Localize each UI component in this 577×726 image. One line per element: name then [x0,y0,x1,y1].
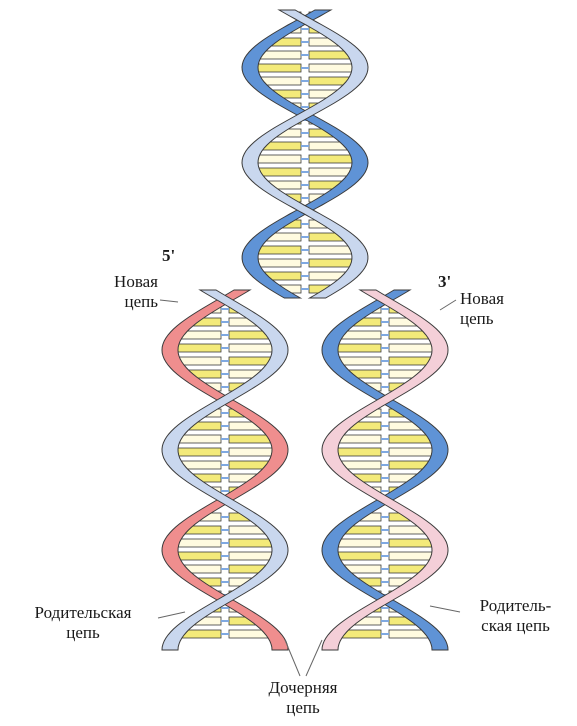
new-chain-left-label: Новая цепь [88,272,158,312]
parent-chain-right-line2: ская цепь [458,616,573,636]
leader-daughter-chain-a [285,640,300,676]
daughter-chain-label: Дочерняя цепь [243,678,363,718]
parent-chain-right-line1: Родитель- [458,596,573,616]
daughter-chain-line1: Дочерняя [243,678,363,698]
new-chain-left-line2: цепь [88,292,158,312]
parent-chain-left-label: Родительская цепь [8,603,158,643]
parent-chain-left-line1: Родительская [8,603,158,623]
new-chain-right-label: Новая цепь [460,289,504,329]
leader-new-chain-left [160,300,178,302]
end-3-label: 3' [438,272,451,292]
new-chain-left-line1: Новая [88,272,158,292]
new-chain-right-line2: цепь [460,309,504,329]
leader-parent-chain-right [430,606,460,612]
end-5-label: 5' [162,246,175,266]
new-chain-right-line1: Новая [460,289,504,309]
daughter-chain-line2: цепь [243,698,363,718]
parent-chain-right-label: Родитель- ская цепь [458,596,573,636]
leader-daughter-chain-b [306,640,322,676]
leader-parent-chain-left [158,612,185,618]
leader-new-chain-right [440,300,456,310]
parent-chain-left-line2: цепь [8,623,158,643]
